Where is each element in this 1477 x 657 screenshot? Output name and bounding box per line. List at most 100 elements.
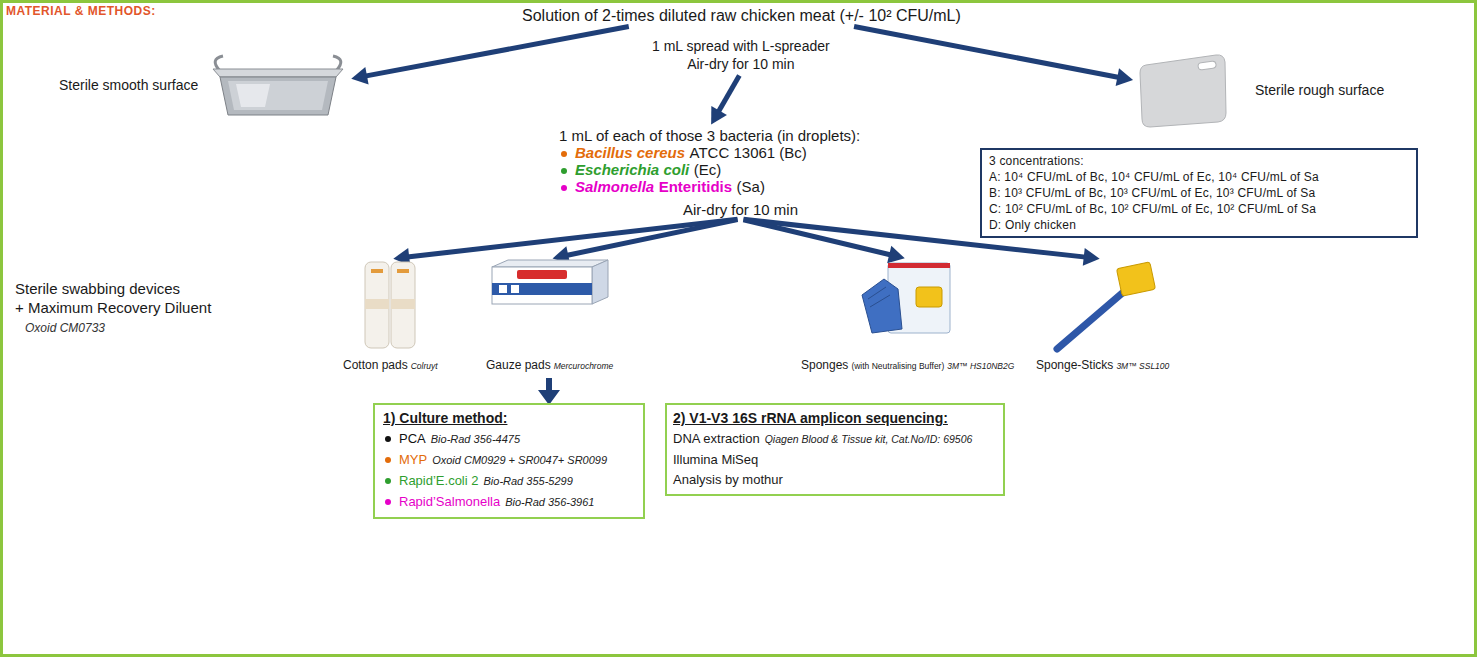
node-text: + Maximum Recovery Diluent [15, 299, 211, 316]
list-item: Rapid’E.coli 2Bio-Rad 355-5299 [383, 470, 635, 491]
text-row: Oxoid CM0733 [25, 317, 211, 338]
rect-shape [492, 267, 592, 304]
text-row: D: Only chicken [989, 217, 1409, 233]
arrow-head [1083, 248, 1100, 266]
medium-name: Rapid’Salmonella [399, 494, 500, 509]
rect-shape [397, 269, 409, 273]
flow-arrow [351, 27, 629, 85]
arrow-shaft [407, 219, 737, 257]
node-text: Oxoid CM0733 [25, 321, 105, 335]
device-label: Mercurochrome [554, 361, 614, 371]
node-text: 1 mL of each of those 3 bacteria (in dro… [559, 127, 860, 144]
arrow-head [711, 106, 727, 124]
species-name: Bacillus cereus [575, 144, 685, 161]
text-row: Analysis by mothur [673, 469, 997, 489]
text-row: Air-dry for 10 min [652, 55, 830, 73]
line-shape [1057, 289, 1127, 349]
device-caption: Sponges(with Neutralising Buffer)3M™ HS1… [801, 357, 1014, 373]
rect-shape [492, 283, 592, 295]
gauze-picture [491, 259, 609, 305]
path-shape [862, 279, 902, 333]
device-picture [858, 259, 958, 357]
path-shape [492, 260, 608, 267]
node-text: Analysis by mothur [673, 472, 783, 487]
product-code: Qiagen Blood & Tissue kit, Cat.No/ID: 69… [765, 433, 973, 445]
rect-shape [517, 270, 567, 279]
rect-shape [1116, 262, 1155, 296]
sponge-stick-picture [1047, 259, 1159, 355]
flow-arrow [711, 76, 739, 125]
flow-arrow [393, 219, 737, 265]
arrow-head [1116, 68, 1133, 86]
device-picture [362, 259, 418, 357]
rect-shape [1198, 61, 1217, 70]
method-heading: 2) V1-V3 16S rRNA amplicon sequencing: [673, 410, 948, 426]
rect-shape [499, 285, 507, 293]
path-shape [538, 378, 560, 405]
arrow-shaft [365, 27, 629, 77]
device-label: Sponge-Sticks [1036, 358, 1113, 372]
text-row: Illumina MiSeq [673, 449, 997, 469]
arrow-shaft [718, 76, 739, 113]
product-code: Bio-Rad 356-3961 [505, 496, 594, 508]
path-shape [592, 260, 608, 304]
list-item: Escherichia coli(Ec) [559, 161, 860, 178]
board-picture [1136, 51, 1231, 129]
arrow-shaft [566, 220, 737, 256]
list-item: SalmonellaEnteritidis(Sa) [559, 178, 860, 195]
step-text: Air-dry for 10 min [683, 201, 798, 219]
surface-item: Sterile smooth surface [59, 49, 348, 121]
species-name: Salmonella [575, 178, 654, 195]
arrow-head [351, 67, 368, 85]
node-text: Sterile swabbing devices [15, 280, 180, 297]
surface-label: Sterile rough surface [1255, 82, 1384, 98]
node-text: B: 10³ CFU/mL of Bc, 10³ CFU/mL of Ec, 1… [989, 186, 1315, 200]
swab-device: Gauze padsMercurochrome [486, 259, 613, 373]
bullet-dot [561, 151, 567, 157]
list-item: PCABio-Rad 356-4475 [383, 428, 635, 449]
node-text: 1 mL spread with L-spreader [652, 38, 830, 54]
path-shape [1140, 55, 1226, 127]
node-text: A: 10⁴ CFU/mL of Bc, 10⁴ CFU/mL of Ec, 1… [989, 170, 1319, 184]
device-caption: Gauze padsMercurochrome [486, 357, 613, 373]
device-label: Sponges [801, 358, 848, 372]
device-intro: Sterile swabbing devices + Maximum Recove… [15, 279, 211, 338]
flow-arrow [854, 27, 1133, 86]
bullet-dot [561, 185, 567, 191]
path-shape [220, 77, 336, 115]
node-text: DNA extraction [673, 431, 760, 446]
device-label: Colruyt [411, 361, 438, 371]
path-shape [228, 81, 328, 110]
product-code: Bio-Rad 356-4475 [431, 433, 520, 445]
path-shape [236, 84, 270, 107]
concentration-box: 3 concentrations:A: 10⁴ CFU/mL of Bc, 10… [980, 148, 1418, 238]
rect-shape [888, 263, 950, 268]
strain-code: ATCC 13061 (Bc) [690, 144, 807, 161]
bacteria-list: 1 mL of each of those 3 bacteria (in dro… [559, 127, 860, 195]
node-text: D: Only chicken [989, 218, 1076, 232]
text-row: 3 concentrations: [989, 153, 1409, 169]
surface-item: Sterile rough surface [1136, 51, 1384, 129]
rect-shape [365, 262, 389, 348]
down-arrow [536, 378, 562, 406]
species-name: Escherichia coli [575, 161, 689, 178]
flow-arrow [553, 220, 738, 264]
product-code: Bio-Rad 355-5299 [484, 475, 573, 487]
device-label: 3M™ HS10NB2G [947, 361, 1014, 371]
device-picture [491, 259, 609, 357]
node-text: Air-dry for 10 min [683, 201, 798, 218]
node-text: C: 10² CFU/mL of Bc, 10² CFU/mL of Ec, 1… [989, 202, 1316, 216]
rect-shape [365, 299, 389, 309]
rect-shape [371, 269, 383, 273]
list-item: Bacillus cereus ATCC 13061 (Bc) [559, 144, 860, 161]
method-box: 2) V1-V3 16S rRNA amplicon sequencing: DN… [665, 403, 1005, 496]
path-shape [868, 287, 890, 307]
rect-shape [391, 262, 415, 348]
swab-device: Sponge-Sticks3M™ SSL100 [1036, 259, 1169, 373]
device-picture [1047, 259, 1159, 357]
swab-device: Sponges(with Neutralising Buffer)3M™ HS1… [801, 259, 1014, 373]
bullet-dot [385, 436, 391, 442]
species-name: Enteritidis [659, 178, 732, 195]
